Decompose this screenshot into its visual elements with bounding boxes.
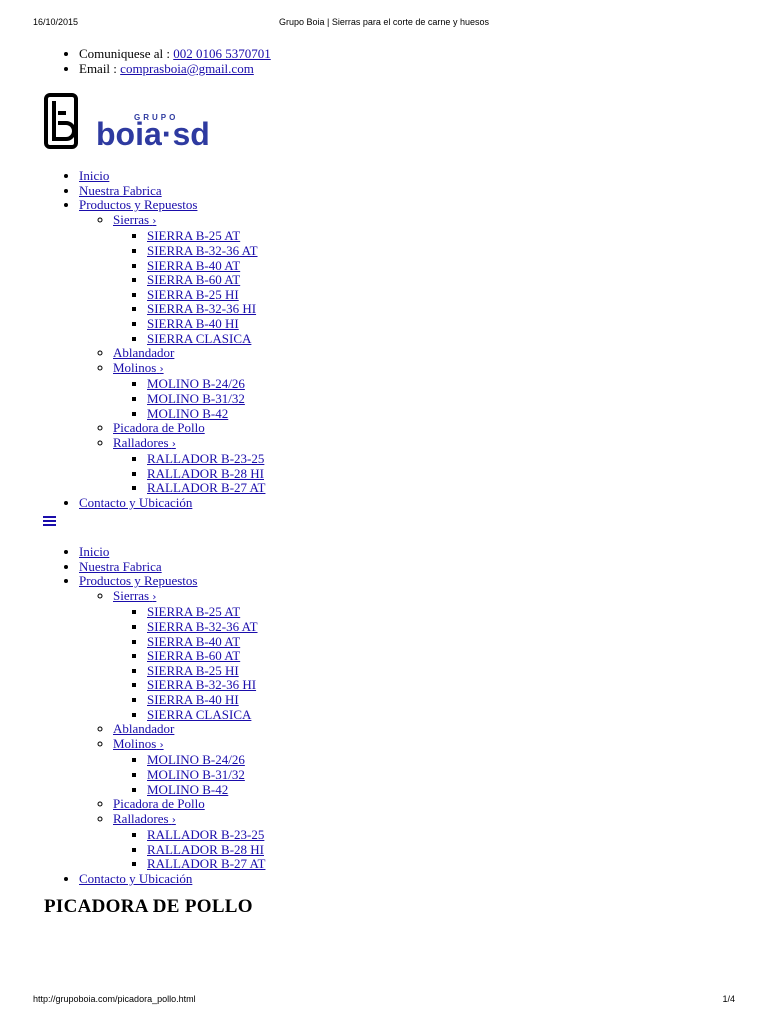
chevron-right-icon: › (171, 814, 176, 826)
nav-sierra-item[interactable]: SIERRA B-25 HI (147, 662, 239, 678)
nav-sierras[interactable]: Sierras › (113, 587, 157, 603)
nav-molino-item[interactable]: MOLINO B-31/32 (147, 766, 245, 782)
nav-rallador-item[interactable]: RALLADOR B-23-25 (147, 827, 265, 843)
nav-sierra-item[interactable]: SIERRA CLASICA (147, 706, 252, 722)
page-title: PICADORA DE POLLO (44, 896, 253, 917)
nav-molinos[interactable]: Molinos › (113, 735, 164, 751)
logo-top-text: GRUPO (134, 113, 178, 122)
hamburger-menu-icon[interactable] (43, 516, 56, 527)
main-nav: Inicio Nuestra Fabrica Productos y Repue… (62, 168, 266, 511)
nav-rallador-item[interactable]: RALLADOR B-28 HI (147, 841, 264, 857)
nav-productos[interactable]: Productos y Repuestos (79, 197, 198, 213)
nav-rallador-item[interactable]: RALLADOR B-27 AT (147, 480, 266, 496)
logo-main-text: boia·sd (96, 116, 210, 151)
nav-rallador-item[interactable]: RALLADOR B-28 HI (147, 465, 264, 481)
nav-inicio[interactable]: Inicio (79, 168, 110, 183)
nav-sierra-item[interactable]: SIERRA CLASICA (147, 330, 252, 346)
nav-sierra-item[interactable]: SIERRA B-40 HI (147, 315, 239, 331)
nav-molinos[interactable]: Molinos › (113, 359, 164, 375)
nav-ralladores[interactable]: Ralladores › (113, 810, 176, 826)
nav-ablandador[interactable]: Ablandador (113, 345, 175, 361)
nav-molino-item[interactable]: MOLINO B-42 (147, 405, 229, 421)
print-footer: http://grupoboia.com/picadora_pollo.html… (0, 994, 768, 1006)
nav-rallador-item[interactable]: RALLADOR B-23-25 (147, 451, 265, 467)
chevron-right-icon: › (159, 363, 164, 375)
chevron-right-icon: › (159, 739, 164, 751)
print-header: 16/10/2015 Grupo Boia | Sierras para el … (0, 17, 768, 29)
print-page-title: Grupo Boia | Sierras para el corte de ca… (279, 17, 489, 27)
nav-sierras[interactable]: Sierras › (113, 211, 157, 227)
contact-list: Comuniquese al : 002 0106 5370701 Email … (62, 46, 271, 76)
nav-productos[interactable]: Productos y Repuestos (79, 573, 198, 589)
chevron-right-icon: › (152, 215, 157, 227)
mobile-nav: Inicio Nuestra Fabrica Productos y Repue… (62, 544, 266, 887)
nav-sierra-item[interactable]: SIERRA B-25 AT (147, 604, 241, 620)
phone-link[interactable]: 002 0106 5370701 (173, 46, 271, 61)
contact-phone: Comuniquese al : 002 0106 5370701 (79, 46, 271, 61)
nav-sierra-item[interactable]: SIERRA B-40 HI (147, 691, 239, 707)
print-page-number: 1/4 (722, 994, 735, 1004)
nav-sierra-item[interactable]: SIERRA B-32-36 AT (147, 242, 258, 258)
nav-sierra-item[interactable]: SIERRA B-32-36 AT (147, 618, 258, 634)
nav-rallador-item[interactable]: RALLADOR B-27 AT (147, 856, 266, 872)
nav-picadora[interactable]: Picadora de Pollo (113, 420, 205, 436)
nav-ralladores[interactable]: Ralladores › (113, 434, 176, 450)
nav-molino-item[interactable]: MOLINO B-31/32 (147, 390, 245, 406)
chevron-right-icon: › (171, 438, 176, 450)
nav-fabrica[interactable]: Nuestra Fabrica (79, 182, 162, 198)
grupo-boia-logo[interactable]: GRUPO boia·sd (44, 93, 234, 151)
nav-molino-item[interactable]: MOLINO B-24/26 (147, 752, 245, 768)
nav-molino-item[interactable]: MOLINO B-42 (147, 781, 229, 797)
nav-sierra-item[interactable]: SIERRA B-40 AT (147, 257, 241, 273)
contact-email: Email : comprasboia@gmail.com (79, 61, 271, 76)
nav-inicio[interactable]: Inicio (79, 544, 110, 559)
email-link[interactable]: comprasboia@gmail.com (120, 61, 254, 76)
nav-contacto[interactable]: Contacto y Ubicación (79, 495, 193, 511)
nav-contacto[interactable]: Contacto y Ubicación (79, 871, 193, 887)
nav-picadora[interactable]: Picadora de Pollo (113, 796, 205, 812)
nav-sierra-item[interactable]: SIERRA B-25 AT (147, 228, 241, 244)
print-url: http://grupoboia.com/picadora_pollo.html (33, 994, 196, 1004)
nav-sierra-item[interactable]: SIERRA B-32-36 HI (147, 677, 257, 693)
nav-sierra-item[interactable]: SIERRA B-40 AT (147, 633, 241, 649)
nav-ablandador[interactable]: Ablandador (113, 721, 175, 737)
nav-molino-item[interactable]: MOLINO B-24/26 (147, 376, 245, 392)
nav-sierra-item[interactable]: SIERRA B-32-36 HI (147, 301, 257, 317)
nav-sierra-item[interactable]: SIERRA B-60 AT (147, 272, 241, 288)
chevron-right-icon: › (152, 591, 157, 603)
print-date: 16/10/2015 (33, 17, 79, 27)
nav-sierra-item[interactable]: SIERRA B-25 HI (147, 286, 239, 302)
nav-fabrica[interactable]: Nuestra Fabrica (79, 558, 162, 574)
nav-sierra-item[interactable]: SIERRA B-60 AT (147, 648, 241, 664)
